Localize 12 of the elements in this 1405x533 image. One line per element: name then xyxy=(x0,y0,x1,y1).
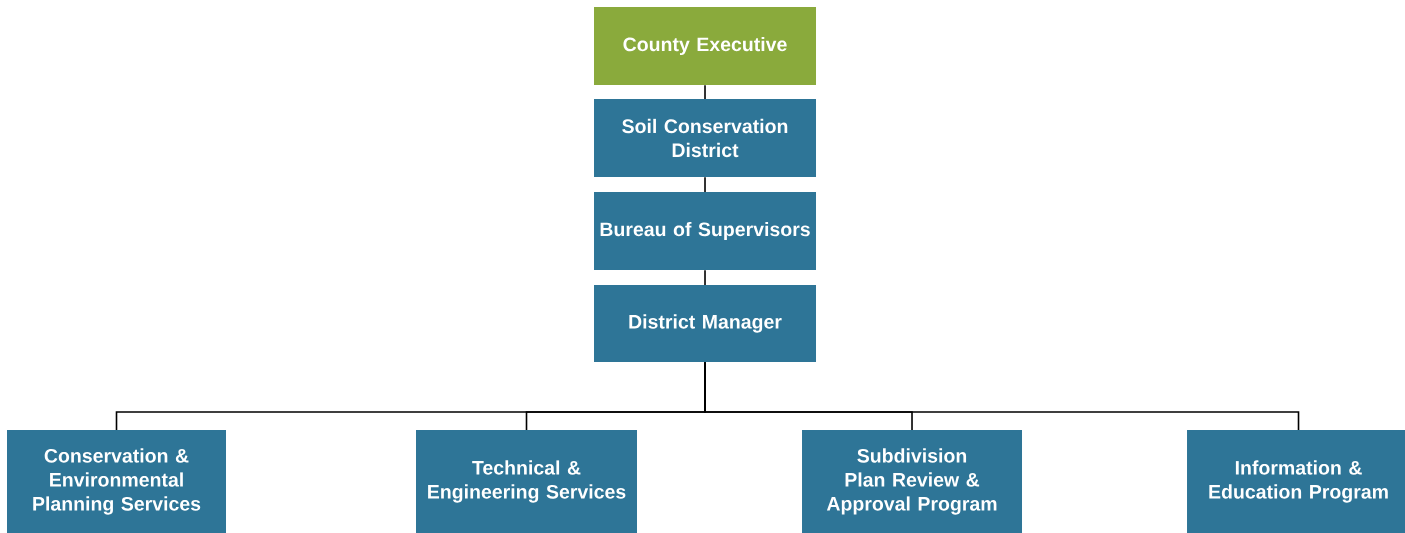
org-box: Information & Education Program xyxy=(1187,430,1405,533)
connector-line xyxy=(704,176,706,193)
org-box: District Manager xyxy=(594,285,816,362)
org-box: Conservation & Environmental Planning Services xyxy=(7,430,226,533)
org-box: Technical & Engineering Services xyxy=(416,430,637,533)
connector-line xyxy=(704,269,706,286)
executive-box: County Executive xyxy=(594,7,816,85)
org-box: Subdivision Plan Review & Approval Program xyxy=(802,430,1022,533)
org-box: Bureau of Supervisors xyxy=(594,192,816,270)
org-box: Soil Conservation District xyxy=(594,99,816,177)
connector-line xyxy=(704,361,1300,431)
connector-line xyxy=(704,84,706,100)
